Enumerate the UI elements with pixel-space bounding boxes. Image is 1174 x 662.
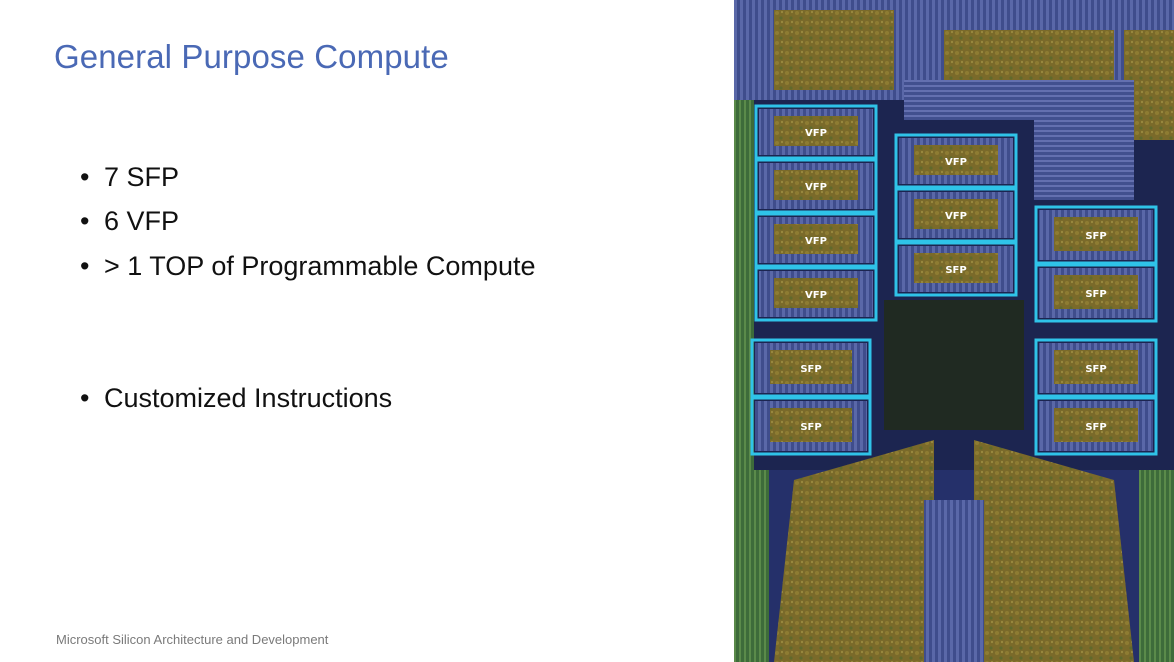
block-label: VFP [945, 211, 967, 222]
block-highlight [894, 133, 1018, 189]
block-logic [1054, 275, 1138, 309]
block-highlight [1034, 396, 1158, 456]
bullet-item: •7 SFP [80, 162, 180, 192]
block-label: SFP [945, 265, 966, 276]
chip-die-photo: VFP VFP VFP VFP VFP VFP SFP SFP SFP SFP SFP SFP SFP [734, 0, 1174, 662]
block-logic [1054, 408, 1138, 442]
sfp-block: SFP [1034, 338, 1158, 398]
vfp-block: VFP [894, 187, 1018, 243]
compute-blocks: VFP VFP VFP VFP VFP VFP SFP SFP SFP SFP SFP SFP SFP [750, 104, 1158, 456]
footer-text: Microsoft Silicon Architecture and Devel… [56, 632, 329, 647]
block-highlight [754, 266, 878, 322]
block-highlight [894, 241, 1018, 297]
die-edge-io [1139, 470, 1174, 662]
block-logic [914, 199, 998, 229]
block-highlight [754, 212, 878, 268]
bullet-text: 7 SFP [104, 162, 180, 192]
block-logic [774, 170, 858, 200]
block-logic [914, 253, 998, 283]
block-highlight [750, 396, 872, 456]
vfp-block: VFP [754, 266, 878, 322]
block-highlight [754, 104, 878, 160]
block-label: SFP [800, 422, 821, 433]
bullet-item: •> 1 TOP of Programmable Compute [80, 251, 536, 281]
slide-title: General Purpose Compute [54, 38, 449, 75]
die-sram-bank [904, 80, 1034, 120]
block-highlight [750, 338, 872, 398]
block-label: SFP [800, 364, 821, 375]
block-label: SFP [1085, 422, 1106, 433]
block-highlight [754, 158, 878, 214]
sfp-block: SFP [750, 396, 872, 456]
die-bottom-logic [774, 440, 934, 662]
block-highlight [1034, 205, 1158, 265]
vfp-block: VFP [894, 133, 1018, 189]
block-label: VFP [945, 157, 967, 168]
sfp-block: SFP [1034, 263, 1158, 323]
vfp-block: VFP [754, 212, 878, 268]
block-logic [1054, 350, 1138, 384]
bullet-text: 6 VFP [104, 206, 180, 236]
die-spine [924, 500, 984, 662]
bullet-item: •6 VFP [80, 206, 180, 236]
sfp-block: SFP [1034, 205, 1158, 265]
block-highlight [1034, 338, 1158, 398]
block-label: SFP [1085, 289, 1106, 300]
block-logic [770, 350, 852, 384]
block-highlight [894, 187, 1018, 243]
block-logic [770, 408, 852, 442]
die-edge-io [734, 470, 769, 662]
die-center [884, 300, 1024, 430]
block-logic [774, 116, 858, 146]
block-logic [774, 278, 858, 308]
vfp-block: VFP [754, 104, 878, 160]
die-top-logic [774, 10, 894, 90]
sfp-block: SFP [1034, 396, 1158, 456]
die-top-logic [944, 30, 1114, 80]
sfp-block: SFP [894, 241, 1018, 297]
block-highlight [1034, 263, 1158, 323]
block-label: VFP [805, 290, 827, 301]
sfp-block: SFP [750, 338, 872, 398]
die-bottom-logic [974, 440, 1134, 662]
die-edge-io [734, 100, 754, 470]
block-label: VFP [805, 236, 827, 247]
bullet-text: > 1 TOP of Programmable Compute [104, 251, 536, 281]
die-texture [734, 0, 1174, 662]
bullet-item: •Customized Instructions [80, 383, 393, 413]
block-label: VFP [805, 182, 827, 193]
block-logic [1054, 217, 1138, 251]
bullet-text: Customized Instructions [104, 383, 393, 413]
die-sram-bank [1034, 80, 1134, 200]
block-label: VFP [805, 128, 827, 139]
block-logic [774, 224, 858, 254]
block-label: SFP [1085, 364, 1106, 375]
block-label: SFP [1085, 231, 1106, 242]
block-logic [914, 145, 998, 175]
vfp-block: VFP [754, 158, 878, 214]
